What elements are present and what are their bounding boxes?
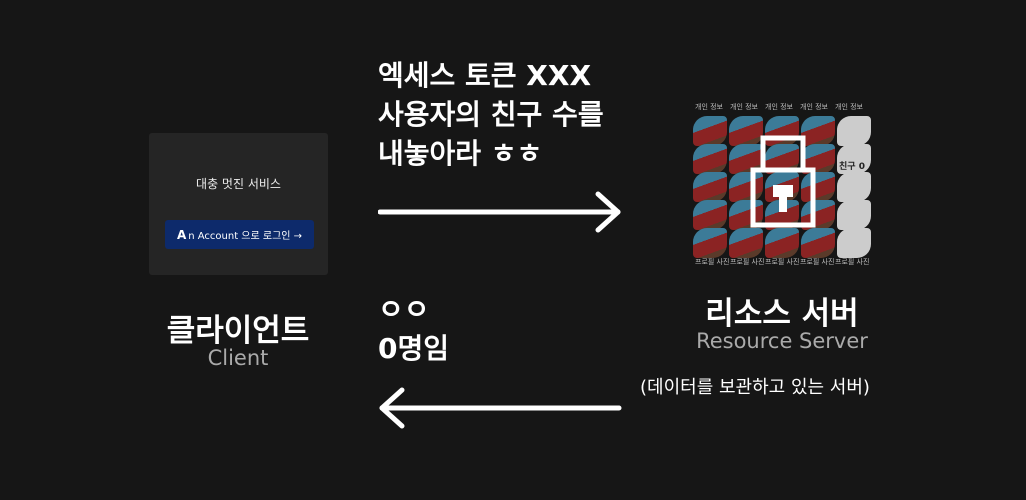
profile-tile bbox=[765, 228, 799, 258]
profile-tile bbox=[729, 228, 763, 258]
image-caption: 프로필 사진 bbox=[835, 258, 870, 266]
profile-tile bbox=[729, 172, 763, 202]
account-login-button[interactable]: A n Account 으로 로그인 → bbox=[165, 220, 314, 249]
profile-tile bbox=[693, 172, 727, 202]
request-arrow bbox=[378, 191, 621, 233]
request-line: 사용자의 친구 수를 bbox=[378, 98, 604, 131]
profile-tile bbox=[693, 116, 727, 146]
profile-tile bbox=[693, 144, 727, 174]
request-line: 내놓아라 ㅎㅎ bbox=[378, 137, 543, 170]
profile-tile bbox=[693, 228, 727, 258]
service-title: 대충 멋진 서비스 bbox=[196, 177, 281, 191]
profile-tile bbox=[729, 116, 763, 146]
image-caption: 개인 정보 bbox=[730, 103, 758, 111]
client-label: 클라이언트 bbox=[166, 313, 310, 349]
response-arrow bbox=[379, 387, 622, 429]
image-caption: 프로필 사진 bbox=[765, 258, 800, 266]
response-line: ㅇㅇ bbox=[378, 293, 430, 326]
client-app-card: 대충 멋진 서비스 A n Account 으로 로그인 → bbox=[149, 133, 328, 275]
account-logo: A bbox=[176, 227, 187, 242]
server-description: (데이터를 보관하고 있는 서버) bbox=[640, 377, 870, 398]
login-button-label: n Account 으로 로그인 → bbox=[188, 231, 303, 242]
image-caption: 프로필 사진 bbox=[800, 258, 835, 266]
image-caption: 프로필 사진 bbox=[730, 258, 765, 266]
image-caption: 개인 정보 bbox=[800, 103, 828, 111]
response-line: 0명임 bbox=[378, 332, 450, 365]
server-label: 리소스 서버 bbox=[705, 296, 859, 332]
profile-tile bbox=[765, 116, 799, 146]
response-message: ㅇㅇ 0명임 bbox=[378, 290, 449, 368]
profile-tile bbox=[837, 172, 871, 202]
profile-tile bbox=[801, 116, 835, 146]
profile-tile bbox=[837, 144, 871, 174]
profile-tile bbox=[837, 116, 871, 146]
image-caption: 개인 정보 bbox=[765, 103, 793, 111]
image-caption: 개인 정보 bbox=[835, 103, 863, 111]
profile-tile bbox=[837, 228, 871, 258]
profile-tile bbox=[693, 200, 727, 230]
profile-tile bbox=[801, 172, 835, 202]
request-line: 엑세스 토큰 XXX bbox=[378, 59, 592, 92]
profile-tile bbox=[801, 228, 835, 258]
client-label-en: Client bbox=[207, 346, 269, 370]
profile-tile bbox=[837, 200, 871, 230]
friend-count-caption: 친구 0 bbox=[839, 162, 865, 172]
lock-icon bbox=[750, 135, 816, 228]
image-caption: 개인 정보 bbox=[695, 103, 723, 111]
image-caption: 프로필 사진 bbox=[695, 258, 730, 266]
server-label-en: Resource Server bbox=[696, 329, 868, 353]
request-message: 엑세스 토큰 XXX 사용자의 친구 수를 내놓아라 ㅎㅎ bbox=[378, 56, 604, 173]
